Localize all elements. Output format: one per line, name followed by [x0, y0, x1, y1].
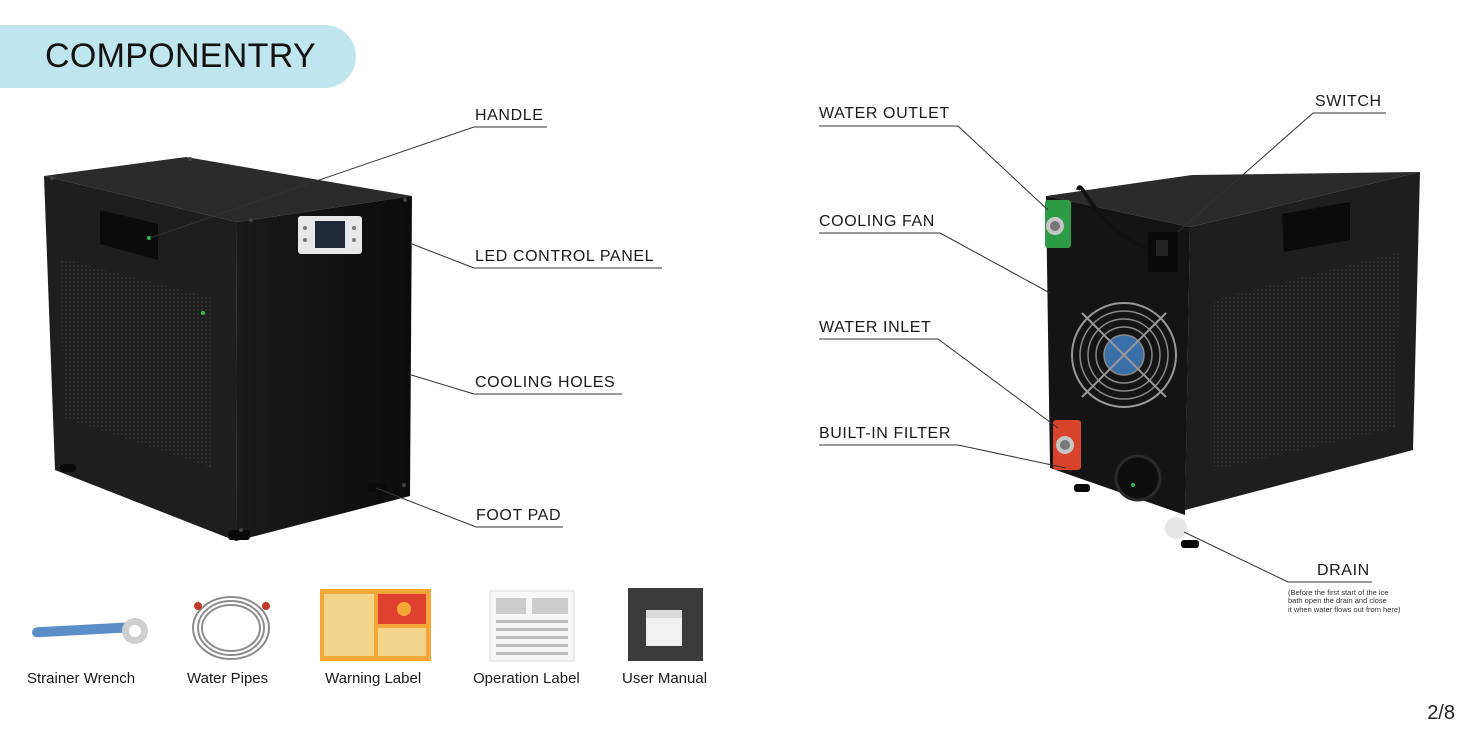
label-cooling-fan: COOLING FAN	[819, 213, 935, 230]
cooling-fan	[1071, 302, 1177, 408]
label-foot-pad: FOOT PAD	[476, 507, 562, 524]
accessory-caption: Operation Label	[473, 670, 580, 687]
page-number: 2/8	[1427, 702, 1455, 724]
user-manual-icon	[628, 588, 703, 661]
drain-plug	[1165, 517, 1187, 539]
section-header-banner: COMPONENTRY	[0, 25, 356, 88]
operation-label-icon	[489, 590, 575, 662]
cooling-holes-mesh	[60, 258, 212, 468]
warning-label-icon	[320, 589, 431, 661]
label-cooling-holes: COOLING HOLES	[475, 374, 616, 391]
accessory-caption: User Manual	[622, 670, 708, 687]
label-water-inlet: WATER INLET	[819, 319, 932, 336]
wrench-icon	[32, 618, 148, 644]
label-drain: DRAIN	[1317, 562, 1370, 579]
label-switch: SWITCH	[1315, 93, 1382, 110]
chiller-front-view	[44, 157, 412, 541]
foot-pad	[228, 530, 250, 540]
accessory-caption: Water Pipes	[187, 670, 269, 687]
left-leader-lines	[149, 126, 662, 528]
accessory-caption: Strainer Wrench	[27, 670, 136, 687]
label-led-control-panel: LED CONTROL PANEL	[475, 248, 655, 265]
label-water-outlet: WATER OUTLET	[819, 105, 950, 122]
drain-note-line: (Before the first start of the ice	[1288, 588, 1389, 597]
accessory-caption: Warning Label	[325, 670, 422, 687]
label-built-in-filter: BUILT-IN FILTER	[819, 425, 951, 442]
right-leader-lines	[819, 112, 1386, 583]
drain-note: (Before the first start of the ice bath …	[1288, 588, 1448, 614]
front-panel	[236, 196, 412, 541]
label-handle: HANDLE	[475, 107, 544, 124]
section-title: COMPONENTRY	[45, 37, 316, 75]
handle-recess	[100, 210, 158, 260]
drain-note-line: bath open the drain and close	[1288, 596, 1387, 606]
drain-note-line: it when water flows out from here)	[1288, 604, 1401, 614]
chiller-rear-view	[1045, 172, 1420, 548]
water-pipes-icon	[192, 596, 270, 660]
